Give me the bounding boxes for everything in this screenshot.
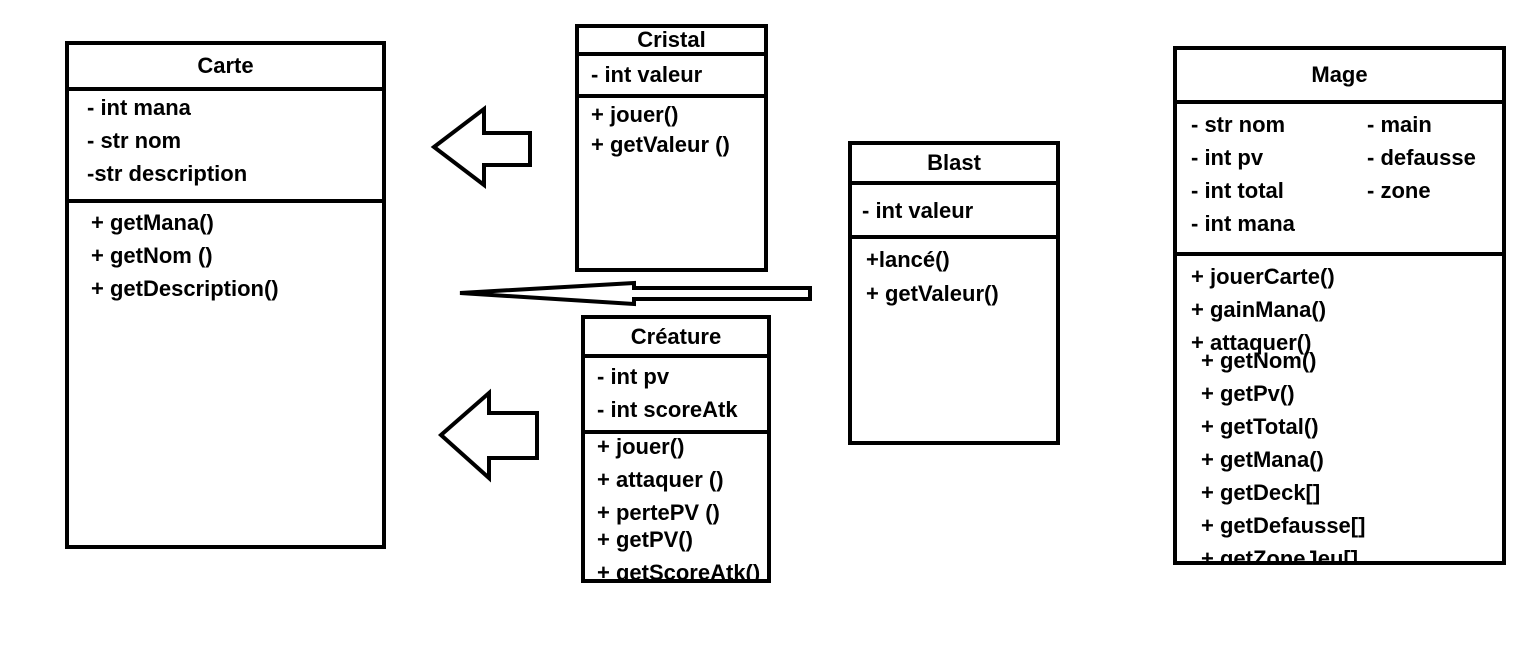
class-mage-methods: + jouerCarte() + gainMana() + attaquer()… bbox=[1177, 256, 1502, 561]
method: + getNom() bbox=[1201, 348, 1317, 373]
class-carte-name: Carte bbox=[69, 45, 382, 91]
class-cristal-methods: + jouer() + getValeur () bbox=[579, 98, 764, 268]
method: + getScoreAtk() bbox=[597, 560, 761, 583]
method: + getDescription() bbox=[91, 276, 279, 301]
method: + getDeck[] bbox=[1201, 480, 1321, 505]
method: + getPV() bbox=[597, 527, 693, 552]
class-mage-name: Mage bbox=[1177, 50, 1502, 104]
method: + attaquer() bbox=[1191, 330, 1312, 355]
attribute: - str nom bbox=[1191, 112, 1286, 137]
method: + jouerCarte() bbox=[1191, 264, 1335, 289]
method: + jouer() bbox=[591, 102, 679, 127]
attribute: - int total bbox=[1191, 178, 1284, 203]
method: + getValeur() bbox=[866, 281, 999, 306]
class-mage: Mage - str nom - int pv - int total - in… bbox=[1173, 46, 1506, 565]
method: + jouer() bbox=[597, 434, 685, 459]
method: + attaquer () bbox=[597, 467, 724, 492]
attribute: - int scoreAtk bbox=[597, 397, 738, 422]
inheritance-arrow-creature-to-carte bbox=[437, 388, 539, 483]
class-blast-name: Blast bbox=[852, 145, 1056, 185]
attribute: - int valeur bbox=[591, 62, 703, 87]
attribute: -str description bbox=[87, 161, 248, 186]
method: + getValeur () bbox=[591, 132, 730, 157]
method: +lancé() bbox=[866, 247, 950, 272]
attribute: - int valeur bbox=[862, 198, 974, 223]
class-creature-name: Créature bbox=[585, 319, 767, 358]
class-blast-attributes: - int valeur bbox=[852, 185, 1056, 239]
attribute: - int mana bbox=[1191, 211, 1295, 236]
class-cristal-name: Cristal bbox=[579, 28, 764, 56]
attribute: - int mana bbox=[87, 95, 191, 120]
class-carte: Carte - int mana - str nom -str descript… bbox=[65, 41, 386, 549]
inheritance-arrow-blast-to-carte bbox=[459, 280, 812, 307]
attribute: - zone bbox=[1367, 178, 1431, 203]
attribute: - int pv bbox=[1191, 145, 1264, 170]
method: + getZoneJeu[] bbox=[1201, 546, 1359, 565]
method: + gainMana() bbox=[1191, 297, 1327, 322]
attribute: - defausse bbox=[1367, 145, 1476, 170]
class-creature-attributes: - int pv - int scoreAtk bbox=[585, 358, 767, 434]
class-carte-attributes: - int mana - str nom -str description bbox=[69, 91, 382, 203]
method: + getPv() bbox=[1201, 381, 1295, 406]
class-blast-methods: +lancé() + getValeur() bbox=[852, 239, 1056, 439]
method: + getMana() bbox=[91, 210, 214, 235]
method: + getNom () bbox=[91, 243, 213, 268]
method: + getDefausse[] bbox=[1201, 513, 1366, 538]
method: + pertePV () bbox=[597, 500, 720, 525]
class-carte-methods: + getMana() + getNom () + getDescription… bbox=[69, 203, 382, 543]
class-creature-methods: + jouer() + attaquer () + pertePV () + g… bbox=[585, 434, 767, 583]
class-mage-attributes: - str nom - int pv - int total - int man… bbox=[1177, 104, 1502, 256]
class-cristal-attributes: - int valeur bbox=[579, 56, 764, 98]
attribute: - str nom bbox=[87, 128, 182, 153]
class-creature: Créature - int pv - int scoreAtk + jouer… bbox=[581, 315, 771, 583]
class-cristal: Cristal - int valeur + jouer() + getVale… bbox=[575, 24, 768, 272]
method: + getTotal() bbox=[1201, 414, 1319, 439]
attribute: - main bbox=[1367, 112, 1432, 137]
method: + getMana() bbox=[1201, 447, 1324, 472]
class-blast: Blast - int valeur +lancé() + getValeur(… bbox=[848, 141, 1060, 445]
inheritance-arrow-cristal-to-carte bbox=[430, 104, 532, 190]
attribute: - int pv bbox=[597, 364, 670, 389]
